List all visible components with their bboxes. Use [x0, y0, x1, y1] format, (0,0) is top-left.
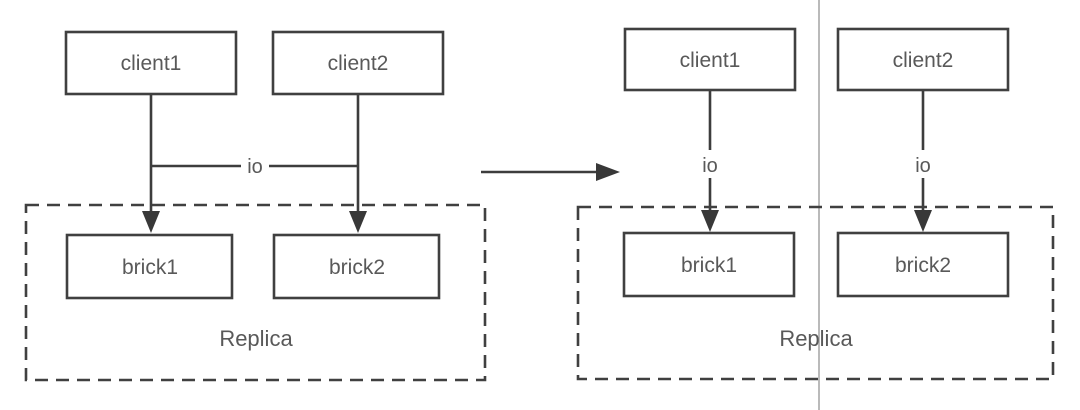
left-replica-dashed-box [24, 203, 487, 382]
left-io-label: io [247, 156, 263, 178]
right-client1-label: client1 [680, 49, 741, 72]
right-client2-io-label: io [915, 155, 931, 177]
right-diagram: io io client1 client2 brick1 brick2 Repl… [576, 27, 1055, 381]
left-io-label-background [241, 152, 269, 179]
left-brick2-label: brick2 [329, 256, 385, 279]
transition-arrow [481, 163, 620, 181]
left-replica-label: Replica [219, 326, 293, 351]
right-client1-io-label: io [702, 155, 718, 177]
right-brick2-arrowhead-icon [914, 210, 932, 232]
right-client2-box [836, 27, 1010, 92]
transition-arrowhead-icon [596, 163, 620, 181]
left-diagram: io client1 client2 brick1 brick2 Replica [24, 30, 487, 382]
left-brick2-box [272, 233, 441, 300]
left-client2-label: client2 [328, 52, 389, 75]
right-replica-dashed-box [576, 205, 1055, 381]
right-io1-label-background [696, 150, 724, 178]
right-brick1-label: brick1 [681, 254, 737, 277]
left-client2-box [271, 30, 445, 96]
left-brick1-arrowhead-icon [142, 211, 160, 233]
right-replica-label: Replica [779, 326, 853, 351]
left-brick2-arrowhead-icon [349, 211, 367, 233]
right-brick1-box [622, 231, 796, 298]
right-brick1-arrowhead-icon [701, 210, 719, 232]
left-brick1-label: brick1 [122, 256, 178, 279]
left-client1-box [64, 30, 238, 96]
right-io2-label-background [909, 150, 937, 178]
left-brick1-box [65, 233, 234, 300]
left-client1-label: client1 [121, 52, 182, 75]
right-brick2-label: brick2 [895, 254, 951, 277]
right-client1-box [623, 27, 797, 92]
right-brick2-box [836, 231, 1010, 298]
right-client2-label: client2 [893, 49, 954, 72]
